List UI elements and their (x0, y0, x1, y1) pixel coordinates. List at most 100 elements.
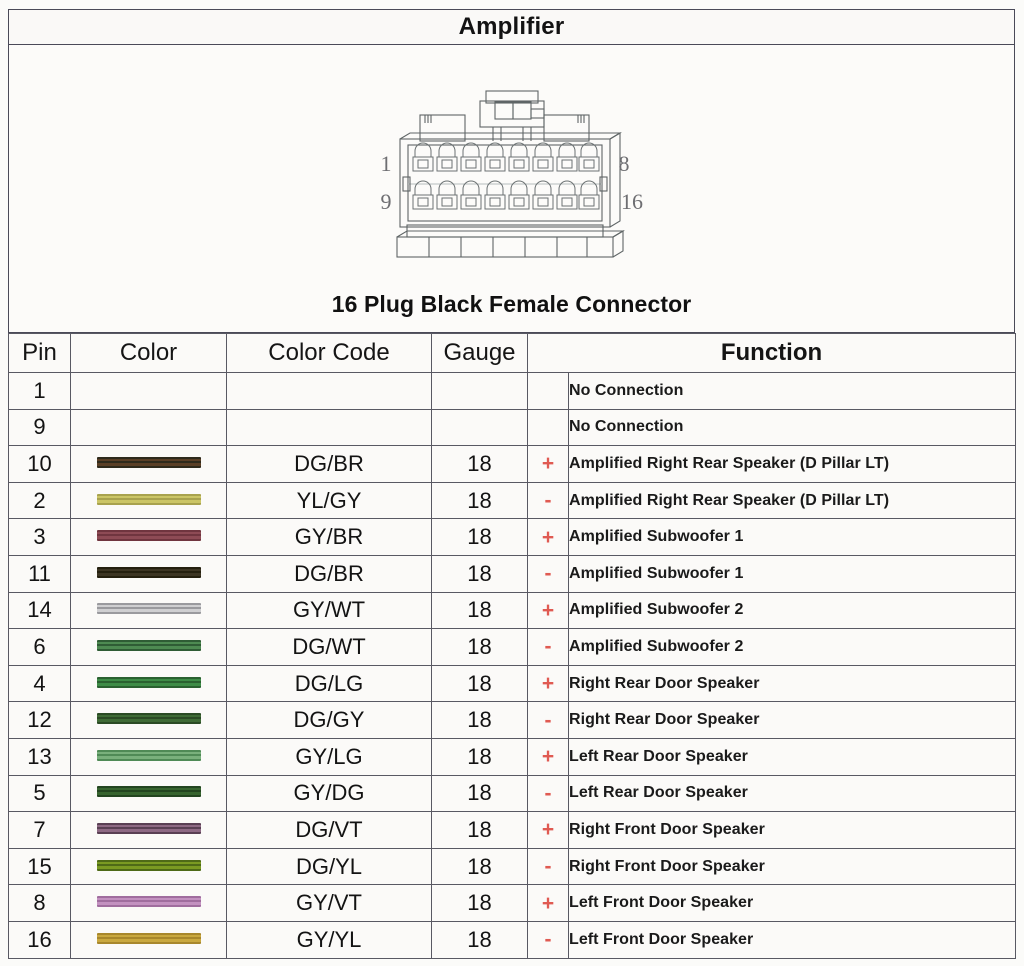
color-code-cell: GY/VT (226, 884, 432, 922)
wire-color-cell (70, 445, 227, 483)
function-cell: Left Front Door Speaker (568, 920, 1016, 959)
wire-color-swatch (96, 603, 201, 615)
column-header-pin: Pin (8, 333, 71, 373)
pin-number-cell: 6 (8, 628, 71, 666)
wire-color-swatch (96, 749, 201, 761)
gauge-cell: 18 (431, 884, 528, 922)
wire-color-swatch (96, 493, 201, 505)
polarity-cell: - (527, 481, 569, 520)
color-code-cell (226, 408, 432, 447)
gauge-cell: 18 (431, 701, 528, 739)
wire-color-cell (70, 372, 227, 410)
wire-color-cell (70, 884, 227, 922)
polarity-cell: + (527, 591, 569, 630)
column-header-color: Color (70, 333, 227, 373)
function-cell: Left Front Door Speaker (568, 884, 1016, 922)
color-code-cell: YL/GY (226, 481, 432, 520)
connector-drawing: 1 8 9 16 (9, 89, 1014, 274)
pin-number-cell: 1 (8, 372, 71, 410)
wire-color-swatch (96, 822, 201, 834)
color-code-cell: GY/LG (226, 737, 432, 776)
column-header-color-code: Color Code (226, 333, 432, 373)
wire-color-cell (70, 920, 227, 959)
wire-color-cell (70, 591, 227, 630)
pin-number-cell: 8 (8, 884, 71, 922)
function-cell: Right Rear Door Speaker (568, 664, 1016, 703)
polarity-cell: + (527, 445, 569, 483)
wire-color-swatch (96, 530, 201, 542)
wire-color-cell (70, 481, 227, 520)
polarity-cell: - (527, 554, 569, 593)
gauge-cell: 18 (431, 737, 528, 776)
pin-label-bottom-right: 16 (621, 189, 643, 214)
polarity-cell: - (527, 847, 569, 886)
color-code-cell: DG/YL (226, 847, 432, 886)
function-cell: Right Front Door Speaker (568, 811, 1016, 849)
pin-number-cell: 2 (8, 481, 71, 520)
function-cell: No Connection (568, 372, 1016, 410)
color-code-cell: GY/YL (226, 920, 432, 959)
wire-color-cell (70, 518, 227, 556)
polarity-cell: + (527, 737, 569, 776)
polarity-cell: - (527, 628, 569, 666)
wire-color-cell (70, 628, 227, 666)
amplifier-title-band: Amplifier (8, 9, 1015, 45)
pin-number-cell: 5 (8, 774, 71, 813)
polarity-cell: + (527, 664, 569, 703)
gauge-cell: 18 (431, 628, 528, 666)
column-header-function: Function (527, 333, 1016, 373)
function-cell: Amplified Subwoofer 1 (568, 554, 1016, 593)
gauge-cell (431, 372, 528, 410)
gauge-cell: 18 (431, 774, 528, 813)
pin-number-cell: 3 (8, 518, 71, 556)
color-code-cell: DG/GY (226, 701, 432, 739)
polarity-cell: + (527, 518, 569, 556)
pin-number-cell: 15 (8, 847, 71, 886)
gauge-cell: 18 (431, 664, 528, 703)
color-code-cell: DG/BR (226, 445, 432, 483)
gauge-cell: 18 (431, 445, 528, 483)
pin-number-cell: 7 (8, 811, 71, 849)
color-code-cell: GY/DG (226, 774, 432, 813)
pin-number-cell: 11 (8, 554, 71, 593)
pin-number-cell: 12 (8, 701, 71, 739)
wire-color-swatch (96, 456, 201, 468)
pin-number-cell: 16 (8, 920, 71, 959)
function-cell: No Connection (568, 408, 1016, 447)
wire-color-swatch (96, 566, 201, 578)
column-header-gauge: Gauge (431, 333, 528, 373)
polarity-cell (527, 408, 569, 447)
polarity-cell: + (527, 884, 569, 922)
wire-color-cell (70, 811, 227, 849)
color-code-cell: DG/VT (226, 811, 432, 849)
gauge-cell: 18 (431, 481, 528, 520)
wire-color-cell (70, 408, 227, 447)
wire-color-swatch (96, 932, 201, 944)
color-code-cell: GY/WT (226, 591, 432, 630)
function-cell: Right Rear Door Speaker (568, 701, 1016, 739)
table-header-row: Pin Color Color Code Gauge Function (8, 333, 1016, 373)
polarity-cell: + (527, 811, 569, 849)
pin-label-bottom-left: 9 (380, 189, 391, 214)
connector-svg: 1 8 9 16 (380, 90, 643, 258)
function-cell: Amplified Subwoofer 1 (568, 518, 1016, 556)
polarity-cell: - (527, 774, 569, 813)
wire-color-cell (70, 701, 227, 739)
gauge-cell: 18 (431, 591, 528, 630)
gauge-cell: 18 (431, 847, 528, 886)
function-cell: Right Front Door Speaker (568, 847, 1016, 886)
function-cell: Left Rear Door Speaker (568, 737, 1016, 776)
